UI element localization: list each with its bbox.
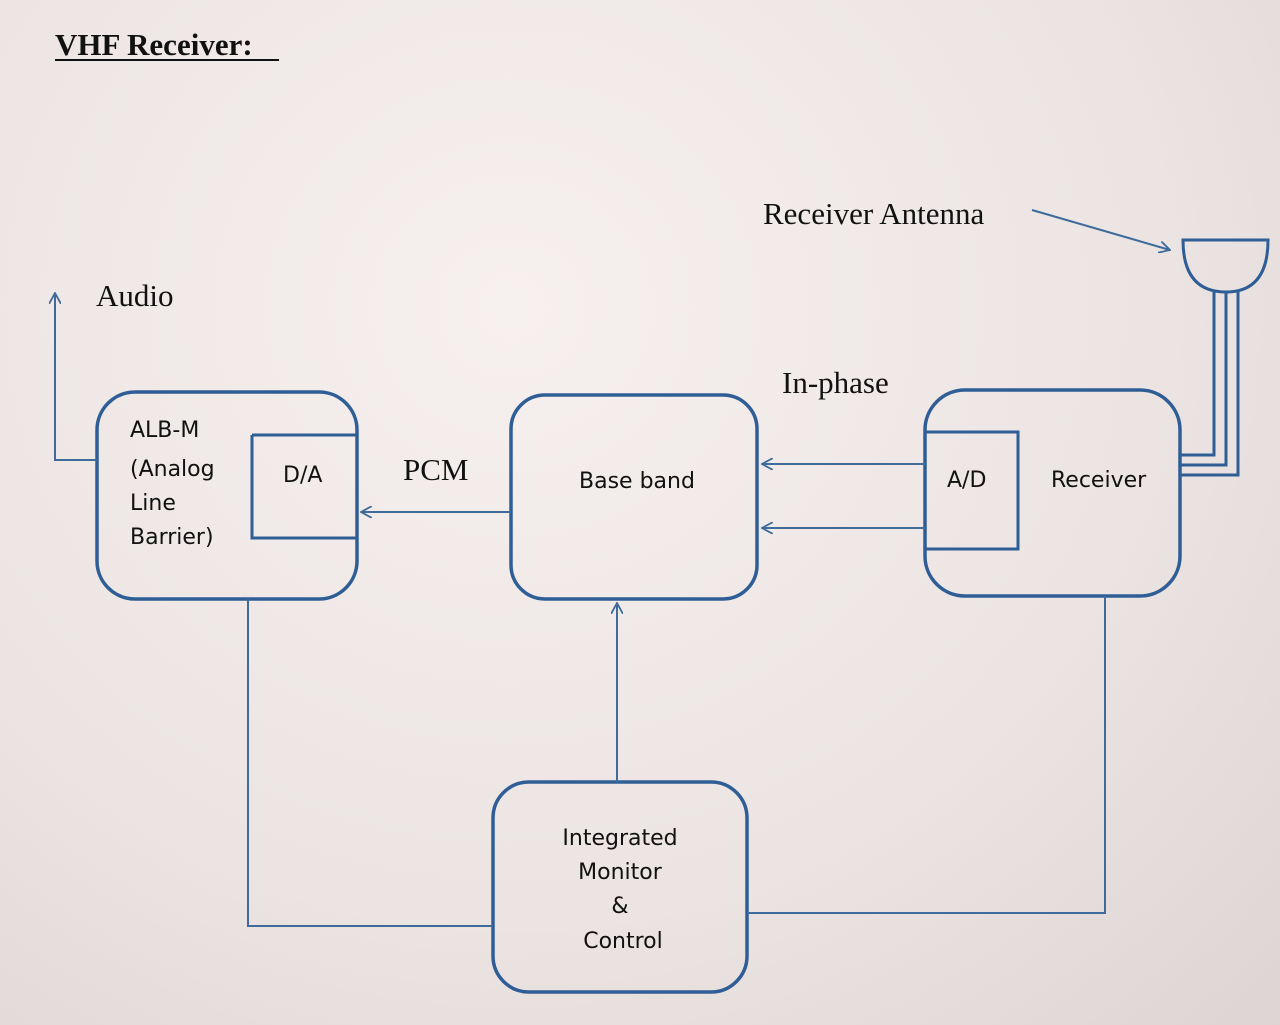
imc-line-1: Integrated	[562, 826, 677, 851]
imc-line-2: Monitor	[578, 860, 663, 885]
audio-output-arrow	[55, 293, 97, 461]
imc-line-3: &	[611, 894, 628, 919]
baseband-block: Base band	[509, 393, 759, 601]
a-d-converter-label: A/D	[947, 468, 986, 493]
alb-line-2: (Analog	[130, 457, 215, 482]
audio-label: Audio	[96, 278, 174, 313]
monitor-to-receiver-line	[747, 596, 1106, 914]
alb-line-3: Line	[130, 491, 176, 516]
alb-m-block: ALB-M (Analog Line Barrier) D/A	[95, 390, 359, 601]
baseband-label: Base band	[579, 469, 695, 494]
in-phase-label: In-phase	[782, 365, 889, 400]
d-a-converter-label: D/A	[283, 463, 322, 488]
pcm-label: PCM	[403, 452, 468, 487]
integrated-monitor-control-block: Integrated Monitor & Control	[491, 780, 749, 994]
receiver-block: A/D Receiver	[923, 388, 1182, 598]
alb-line-1: ALB-M	[130, 418, 199, 443]
antenna-pointer-arrow	[1031, 209, 1170, 250]
imc-line-4: Control	[583, 929, 663, 954]
diagram-title: VHF Receiver:	[55, 27, 253, 62]
monitor-to-alb-line	[247, 599, 493, 927]
alb-line-4: Barrier)	[130, 525, 214, 550]
receiver-antenna-label: Receiver Antenna	[763, 196, 984, 231]
receiver-label: Receiver	[1051, 468, 1147, 493]
antenna-icon	[1180, 238, 1270, 477]
